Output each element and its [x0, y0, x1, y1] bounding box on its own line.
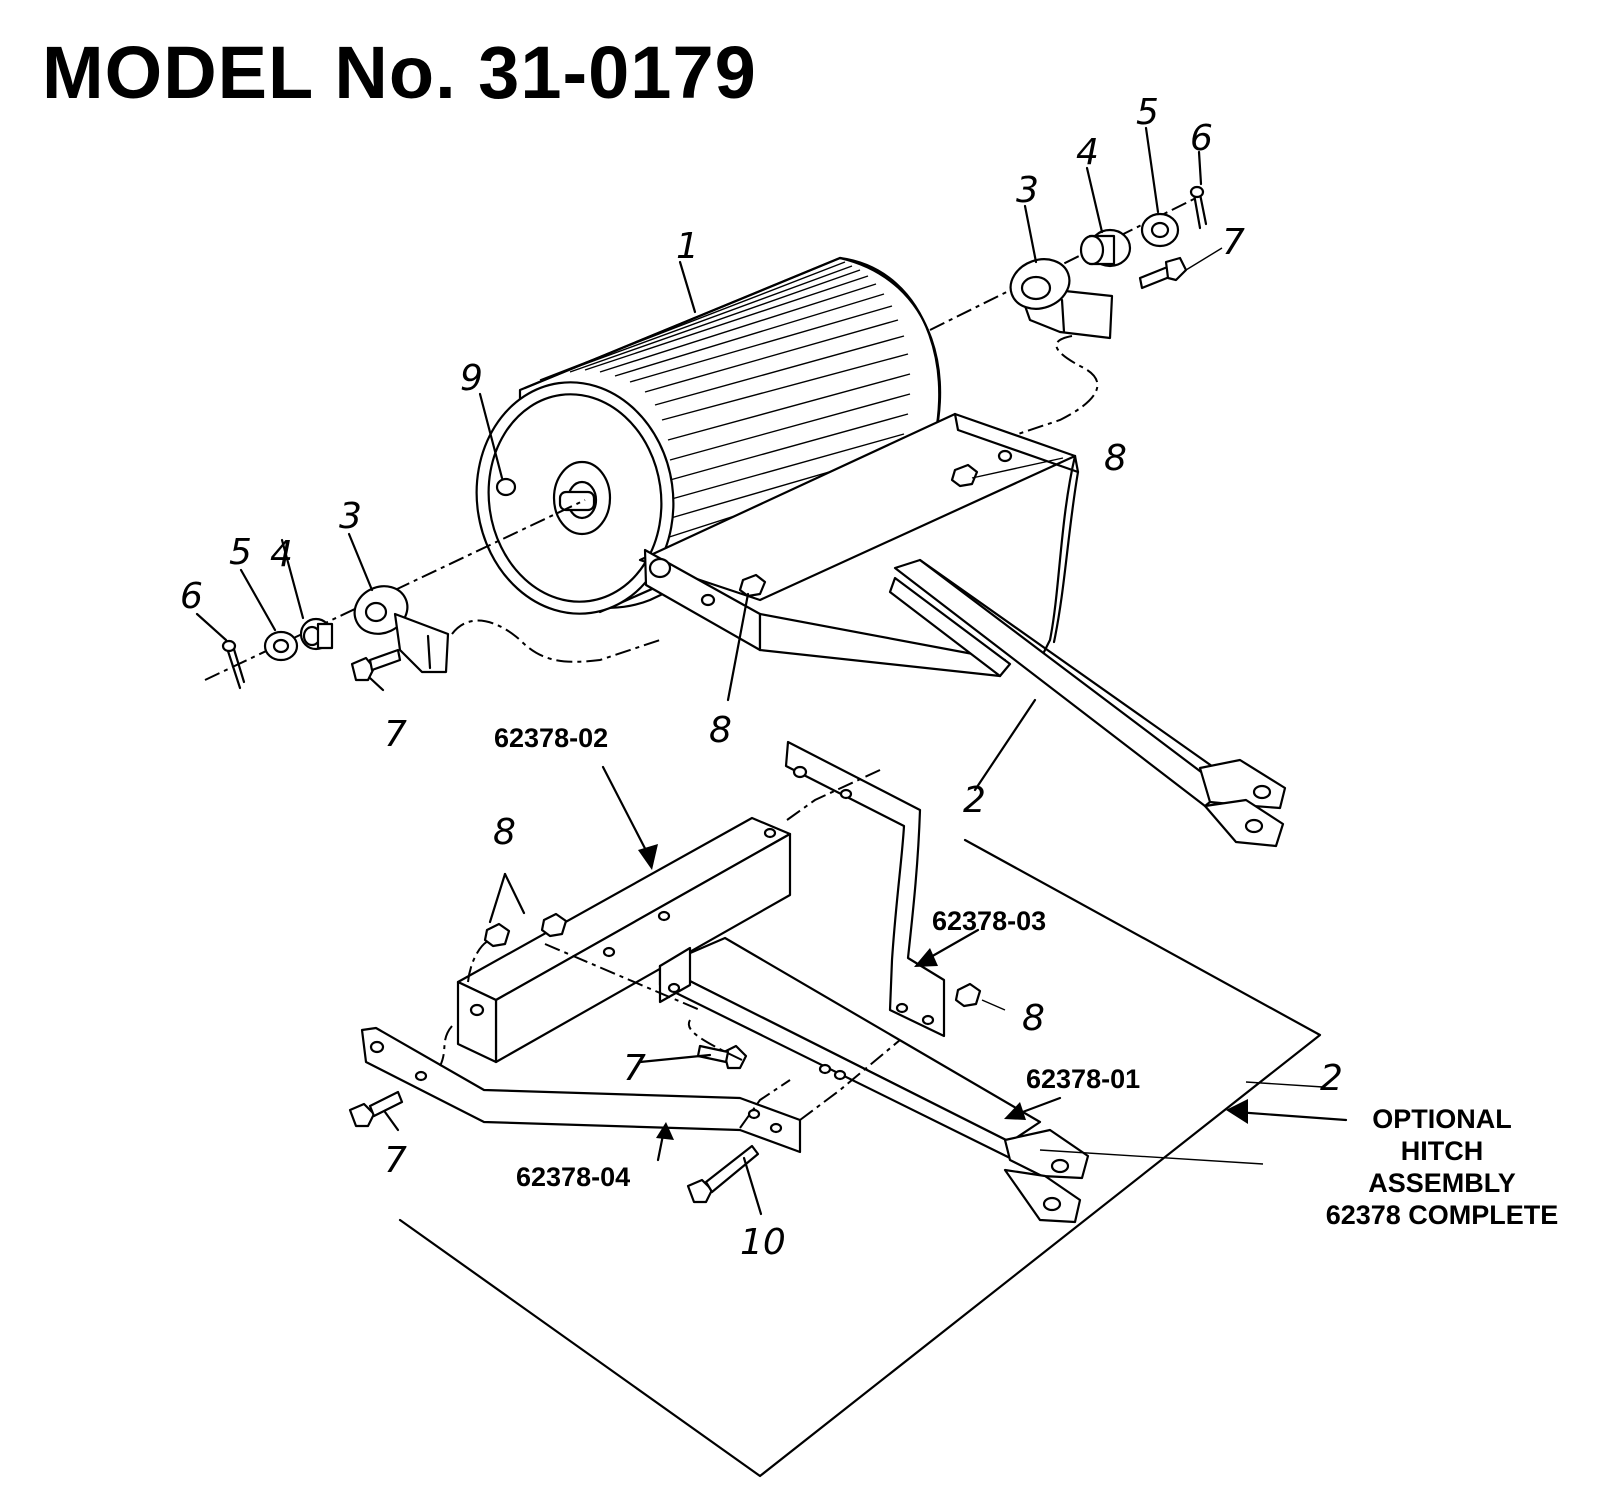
callout-8-hitch-pair: 8 [493, 812, 516, 853]
callout-1: 1 [676, 226, 699, 267]
callout-5-left: 5 [229, 532, 252, 573]
optional-hitch-line4: 62378 COMPLETE [1326, 1200, 1559, 1230]
part-number-62378-01: 62378-01 [1026, 1064, 1140, 1094]
callout-3-right: 3 [1016, 170, 1039, 211]
callout-8-center: 8 [709, 710, 732, 751]
callout-3-left: 3 [339, 496, 362, 537]
callout-4-left: 4 [270, 534, 293, 575]
part-number-62378-02: 62378-02 [494, 723, 608, 753]
part-number-62378-03: 62378-03 [932, 906, 1046, 936]
leaders [195, 126, 1348, 1216]
part-number-62378-04: 62378-04 [516, 1162, 630, 1192]
callout-7-hitch-left: 7 [384, 1140, 407, 1181]
callout-5-right: 5 [1136, 92, 1159, 133]
callout-4-right: 4 [1076, 132, 1099, 173]
callout-6-right: 6 [1190, 118, 1213, 159]
model-title: MODEL No. 31-0179 [42, 31, 757, 114]
right-hardware [999, 185, 1208, 441]
left-hardware [221, 585, 661, 690]
callout-10: 10 [740, 1222, 786, 1263]
optional-hitch-line3: ASSEMBLY [1368, 1168, 1516, 1198]
callout-2-hitch: 2 [1320, 1058, 1343, 1099]
callout-7-right: 7 [1222, 222, 1245, 263]
callout-7-hitch-mid: 7 [623, 1048, 646, 1089]
callout-8-right: 8 [1104, 438, 1127, 479]
optional-hitch-assembly [348, 740, 1322, 1478]
callout-7-left: 7 [384, 714, 407, 755]
callout-9: 9 [460, 358, 483, 399]
optional-hitch-line1: OPTIONAL [1372, 1104, 1512, 1134]
callout-6-left: 6 [180, 576, 203, 617]
callout-labels: 1 2 3 4 5 6 7 8 9 3 4 5 6 7 8 8 2 8 7 7 … [180, 92, 1343, 1263]
optional-hitch-label: OPTIONAL HITCH ASSEMBLY 62378 COMPLETE [1326, 1104, 1559, 1230]
callout-8-hitch: 8 [1022, 998, 1045, 1039]
callout-2: 2 [963, 780, 986, 821]
part-number-labels: 62378-02 62378-03 62378-01 62378-04 [494, 723, 1140, 1192]
optional-hitch-line2: HITCH [1401, 1136, 1484, 1166]
frame-hitch [638, 412, 1287, 848]
